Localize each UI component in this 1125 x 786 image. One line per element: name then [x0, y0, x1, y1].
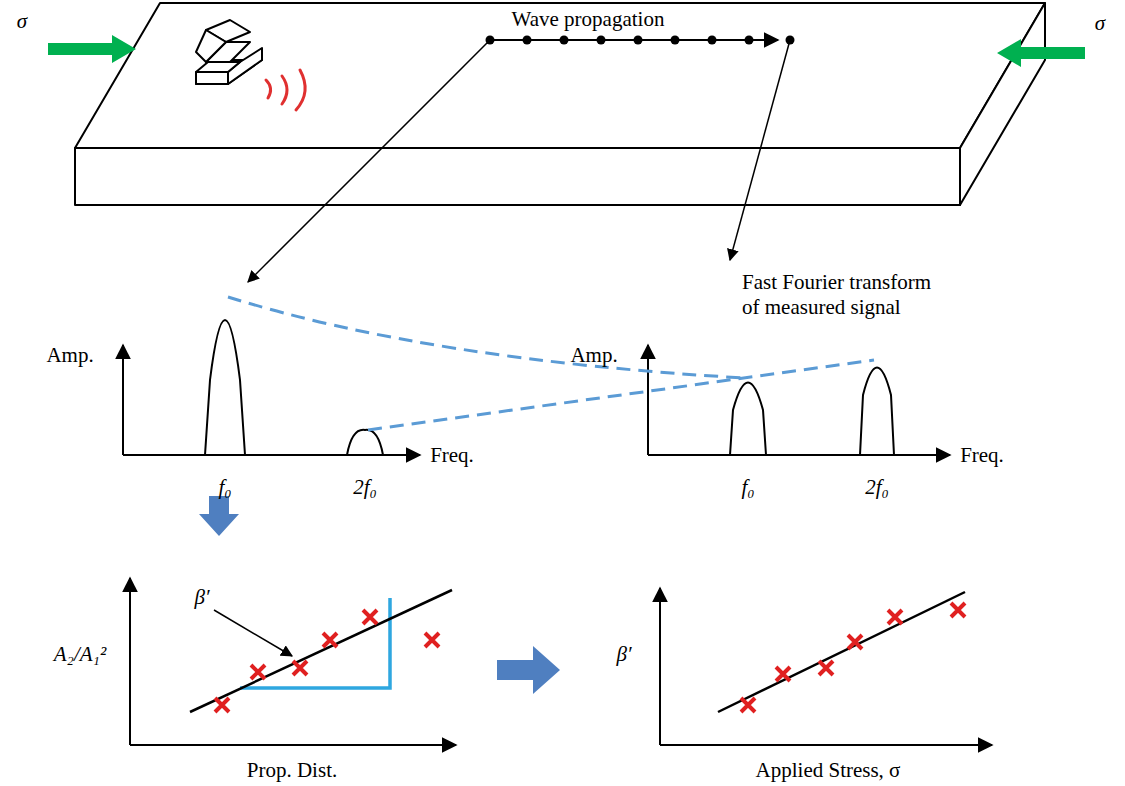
leader-line: [214, 610, 292, 656]
block-arrow-right: [497, 646, 560, 694]
leader-line: [730, 40, 790, 260]
axis-label: Prop. Dist.: [247, 758, 337, 783]
frequency-label: f₀: [741, 475, 754, 500]
axis: [660, 744, 992, 746]
peak: [205, 320, 245, 455]
wave-label: Wave propagation: [512, 7, 665, 32]
data-marker: [819, 661, 833, 675]
axis: [647, 345, 649, 455]
block-arrow-down: [199, 496, 239, 536]
trend-line: [368, 360, 874, 430]
data-marker: [323, 633, 337, 647]
transducer: [196, 20, 262, 84]
data-marker: [293, 661, 307, 675]
wave-arc: [282, 76, 287, 104]
peak: [730, 383, 766, 456]
stress-symbol: σ: [17, 9, 27, 34]
frequency-label: f₀: [218, 475, 231, 500]
axis-label: A₂/A₁²: [54, 642, 106, 667]
data-marker: [776, 667, 790, 681]
peak: [347, 430, 383, 455]
stress-arrow-left: [48, 35, 136, 63]
axis-label: Amp.: [570, 343, 617, 368]
wave-arcs: [266, 70, 305, 110]
data-marker: [888, 610, 902, 624]
data-marker: [848, 635, 862, 649]
trend-line: [228, 297, 745, 378]
wave-arc: [296, 70, 305, 110]
wedge-front: [196, 72, 228, 84]
spectrum-right: [648, 345, 950, 455]
plate-side: [960, 3, 1045, 205]
data-marker: [251, 665, 265, 679]
slope-label: β′: [194, 585, 209, 610]
stress-symbol: σ: [1095, 11, 1105, 36]
plate-front: [75, 148, 960, 205]
data-marker: [741, 698, 755, 712]
leader-line: [248, 40, 490, 282]
fft-note: Fast Fourier transform of measured signa…: [742, 270, 942, 320]
axis-label: Amp.: [46, 343, 93, 368]
measure-point: [634, 36, 643, 45]
axis: [123, 454, 420, 456]
chart-left: [130, 578, 456, 745]
frequency-label: 2f₀: [865, 475, 889, 500]
data-marker: [425, 633, 439, 647]
plate: [75, 3, 1045, 205]
stress-arrow-right: [997, 39, 1085, 67]
axis-label: Applied Stress, σ: [756, 758, 901, 783]
peak: [860, 368, 894, 456]
data-markers: [215, 603, 965, 712]
axis: [129, 578, 131, 745]
frequency-label: 2f₀: [353, 475, 377, 500]
data-marker: [951, 603, 965, 617]
fit-line: [718, 592, 965, 712]
slope-triangle: [240, 598, 390, 688]
measure-points: [486, 36, 795, 45]
measure-point: [708, 36, 717, 45]
wedge-slope: [196, 62, 240, 72]
axis: [648, 454, 950, 456]
axis: [659, 588, 661, 745]
measure-point: [560, 36, 569, 45]
data-marker: [215, 698, 229, 712]
plate-top: [75, 3, 1045, 148]
axis-label: β′: [616, 642, 631, 667]
measure-point: [523, 36, 532, 45]
spectrum-left: [123, 320, 420, 455]
axis: [130, 744, 456, 746]
probe-side: [196, 30, 226, 62]
axis-label: Freq.: [430, 443, 474, 468]
fit-line: [190, 590, 452, 712]
measure-point: [745, 36, 754, 45]
data-marker: [363, 610, 377, 624]
axis-label: Freq.: [960, 443, 1004, 468]
measure-point: [597, 36, 606, 45]
axis: [122, 345, 124, 455]
measure-point: [671, 36, 680, 45]
wave-arc: [266, 80, 271, 98]
propagation-path: [248, 36, 795, 283]
chart-right: [660, 588, 992, 745]
